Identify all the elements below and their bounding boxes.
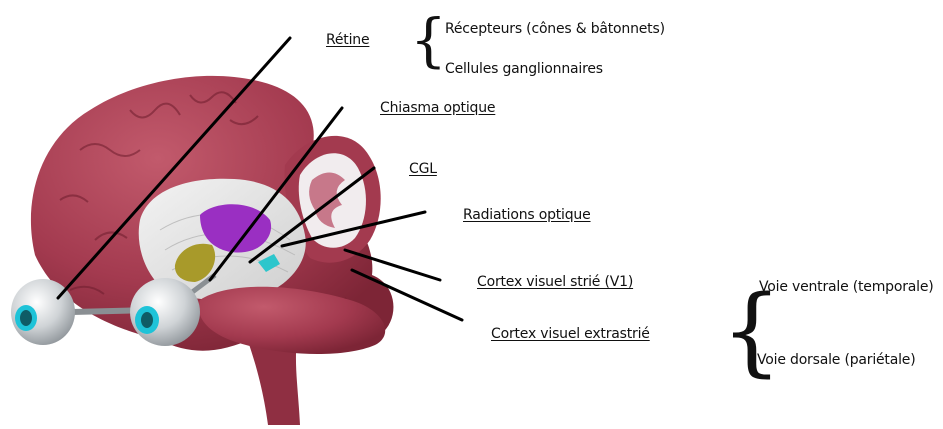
label-cgl: CGL [409,161,437,177]
label-chiasma: Chiasma optique [380,100,495,116]
label-extrastrie: Cortex visuel extrastrié [491,326,650,342]
right-eye [130,278,200,346]
retine-brace: { [410,11,447,69]
label-v1: Cortex visuel strié (V1) [477,274,633,290]
label-voie-ventrale: Voie ventrale (temporale) [759,279,934,295]
label-retine: Rétine [326,32,369,48]
label-recepteurs: Récepteurs (cônes & bâtonnets) [445,21,665,37]
label-cellules-ganglionnaires: Cellules ganglionnaires [445,61,603,77]
label-voie-dorsale: Voie dorsale (pariétale) [757,352,915,368]
label-radiations: Radiations optique [463,207,591,223]
